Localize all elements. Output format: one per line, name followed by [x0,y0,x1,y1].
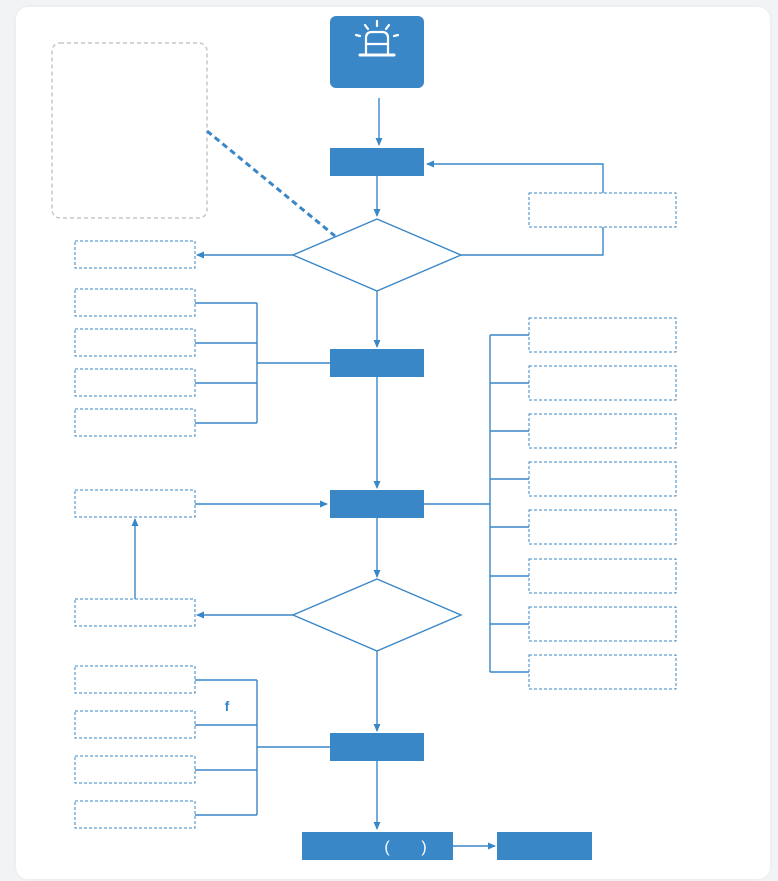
process-node-2 [330,349,424,377]
start-node [330,16,424,88]
step3-detail-box-1 [528,317,677,353]
process-node-1 [330,148,424,176]
loop-arrow-to-step1 [426,160,604,193]
annotation-connector [206,129,336,238]
step4-detail-box-3 [74,755,196,784]
step3-detail-box-6 [528,558,677,594]
loop-box-right [528,192,677,228]
step2-detail-box-3 [74,368,196,397]
step2-bracket-connector [195,302,330,424]
step4-detail-box-2 [74,710,196,739]
step4-bracket-connector [195,679,330,816]
loop-line-right-lower [461,227,604,256]
step3-detail-box-8 [528,654,677,690]
outcome-box-decision1-left [74,240,196,269]
decision-node-2 [291,578,463,652]
decision-node-1 [291,218,463,292]
step2-detail-box-1 [74,288,196,317]
siren-alarm-icon [354,19,400,57]
final-node-right [497,832,592,860]
step3-detail-box-5 [528,509,677,545]
step4-detail-box-4 [74,800,196,829]
step2-detail-box-2 [74,328,196,357]
annotation-note-box [51,42,208,219]
step3-bracket-connector [424,334,529,673]
outcome-box-decision2-left [74,598,196,627]
process-node-3 [330,490,424,518]
retry-box [74,489,196,518]
step2-detail-box-4 [74,408,196,437]
final-node-close-paren: ) [421,839,426,856]
step3-detail-box-2 [528,365,677,401]
step3-detail-box-7 [528,606,677,642]
branch-label-f: f [225,698,230,714]
step3-detail-box-3 [528,413,677,449]
step4-detail-box-1 [74,665,196,694]
step3-detail-box-4 [528,461,677,497]
final-node-open-paren: ( [384,839,390,856]
final-node-left [302,832,453,860]
process-node-4 [330,733,424,761]
